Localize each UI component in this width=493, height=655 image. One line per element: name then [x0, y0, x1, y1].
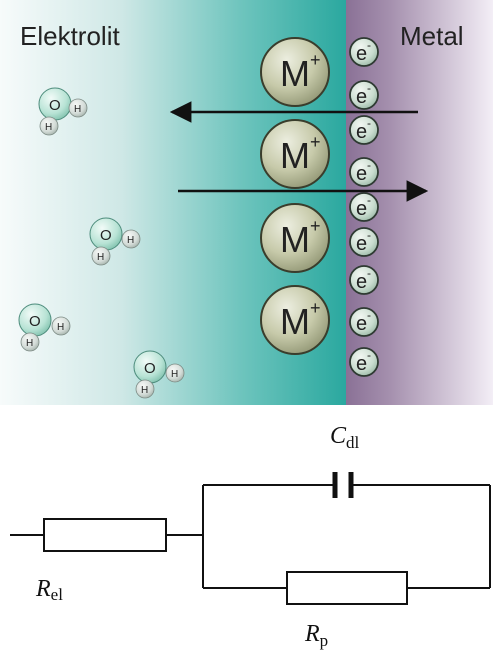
svg-text:O: O	[29, 313, 41, 330]
electron: e-	[349, 37, 379, 67]
svg-text:O: O	[144, 360, 156, 377]
rel-label: Rel	[35, 576, 63, 604]
svg-text:-: -	[367, 116, 371, 130]
svg-text:H: H	[127, 235, 134, 246]
metal-ion: M +	[260, 119, 330, 189]
electron: e-	[349, 115, 379, 145]
electrolyte-resistor	[43, 518, 167, 552]
svg-text:+: +	[310, 132, 321, 152]
svg-text:e: e	[356, 233, 367, 255]
svg-text:e: e	[356, 353, 367, 375]
svg-text:e: e	[356, 43, 367, 65]
polarization-resistor	[286, 571, 408, 605]
metal-ion: M +	[260, 203, 330, 273]
svg-text:M: M	[280, 219, 310, 260]
svg-text:-: -	[367, 193, 371, 207]
svg-text:H: H	[74, 104, 81, 115]
svg-text:-: -	[367, 228, 371, 242]
svg-text:-: -	[367, 348, 371, 362]
water-molecule: O H H	[133, 350, 185, 399]
electron: e-	[349, 80, 379, 110]
electron: e-	[349, 157, 379, 187]
svg-text:e: e	[356, 313, 367, 335]
water-molecule: O H H	[18, 303, 71, 352]
svg-text:e: e	[356, 198, 367, 220]
svg-text:e: e	[356, 271, 367, 293]
svg-text:-: -	[367, 266, 371, 280]
electrons: e- e- e- e- e- e- e- e- e-	[349, 37, 379, 377]
svg-text:+: +	[310, 216, 321, 236]
svg-text:-: -	[367, 158, 371, 172]
svg-text:O: O	[100, 227, 112, 244]
svg-text:-: -	[367, 81, 371, 95]
svg-text:-: -	[367, 38, 371, 52]
svg-text:H: H	[141, 385, 148, 396]
svg-text:e: e	[356, 86, 367, 108]
svg-text:-: -	[367, 308, 371, 322]
svg-text:M: M	[280, 53, 310, 94]
svg-text:+: +	[310, 50, 321, 70]
electron: e-	[349, 347, 379, 377]
metal-ion: M +	[260, 37, 330, 107]
svg-text:H: H	[26, 338, 33, 349]
cdl-label: Cdl	[330, 423, 360, 452]
svg-text:e: e	[356, 163, 367, 185]
electron: e-	[349, 307, 379, 337]
equivalent-circuit	[10, 472, 491, 605]
electron: e-	[349, 192, 379, 222]
metal-label: Metal	[400, 21, 464, 51]
svg-text:e: e	[356, 121, 367, 143]
svg-text:H: H	[171, 369, 178, 380]
svg-text:M: M	[280, 301, 310, 342]
rp-label: Rp	[304, 621, 328, 650]
electrolyte-label: Elektrolit	[20, 21, 120, 51]
electron: e-	[349, 265, 379, 295]
svg-text:M: M	[280, 135, 310, 176]
svg-text:H: H	[45, 122, 52, 133]
water-molecule: O H H	[38, 87, 88, 136]
svg-text:O: O	[49, 97, 61, 114]
svg-text:H: H	[97, 252, 104, 263]
svg-text:+: +	[310, 298, 321, 318]
svg-text:H: H	[57, 322, 64, 333]
electron: e-	[349, 227, 379, 257]
metal-ion: M +	[260, 285, 330, 355]
water-molecule: O H H	[89, 217, 141, 266]
